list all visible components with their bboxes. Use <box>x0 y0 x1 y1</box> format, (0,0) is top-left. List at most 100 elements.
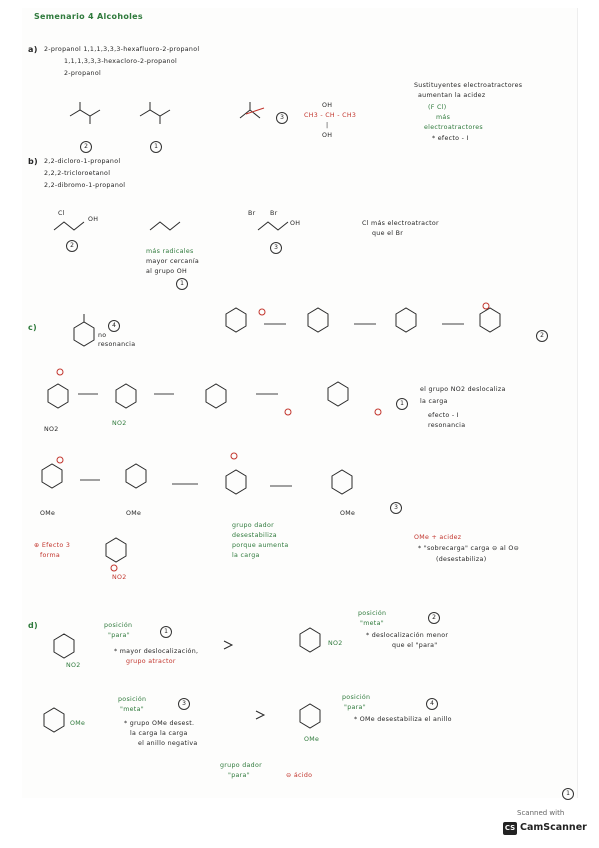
d3-note-1: * grupo OMe desest. <box>124 720 195 727</box>
note-c-top-1: no <box>98 332 107 339</box>
d4-sub: OMe <box>304 736 320 743</box>
section-a-label: a) <box>28 45 38 54</box>
ring-c-low3 <box>225 469 247 495</box>
ring-c-low1 <box>41 463 63 489</box>
ring-d2 <box>299 627 321 653</box>
structure-hexachloro <box>139 102 171 124</box>
ring-c-top3 <box>395 307 417 333</box>
formula-line-2: CH3 - CH - CH3 <box>304 112 357 119</box>
rank-b3: 3 <box>270 242 282 254</box>
rank-d1: 1 <box>160 626 172 638</box>
ring-c-mid3 <box>205 383 227 409</box>
note-c-bottom-3: (desestabiliza) <box>436 556 487 563</box>
sub-label-6: NO2 <box>112 574 127 581</box>
ring-d3 <box>43 707 65 733</box>
rank-a3: 3 <box>276 112 288 124</box>
section-d-label: d) <box>28 621 38 630</box>
note-a-1: Sustituyentes electroatractores <box>414 82 523 89</box>
d1-pos: posición <box>104 622 133 629</box>
footer-line-2: "para" <box>228 772 250 779</box>
section-b-name-2: 2,2,2-tricloroetanol <box>44 170 111 177</box>
note-b-mid-3: al grupo OH <box>146 268 188 275</box>
comparison-signs <box>223 640 266 720</box>
rank-b2: 1 <box>176 278 188 290</box>
note-c-left-1: ⊕ Efecto 3 <box>34 542 71 549</box>
ring-c-mid1 <box>47 383 69 409</box>
note-c-top-2: resonancia <box>98 341 136 348</box>
note-c-right-1: el grupo NO2 deslocaliza <box>420 386 506 393</box>
d3-sub: OMe <box>70 720 86 727</box>
atom-b-br2: Br <box>270 210 278 217</box>
note-b-right-2: que el Br <box>372 230 404 237</box>
note-b-right-1: Cl más electroatractor <box>362 220 439 227</box>
note-a-5: electroatractores <box>424 124 483 131</box>
note-c-bottom-2: * "sobrecarga" carga ⊖ al O⊖ <box>418 545 520 552</box>
ring-cyclohexanol <box>73 314 95 347</box>
d4-pos: posición <box>342 694 371 701</box>
ring-d1 <box>53 633 75 659</box>
d4-pos2: "para" <box>344 704 366 711</box>
section-a-name-1: 2-propanol 1,1,1,3,3,3-hexafluoro-2-prop… <box>44 46 200 53</box>
ring-c-top4 <box>479 307 501 333</box>
note-c-left-2: forma <box>40 552 61 559</box>
d2-note-1: * deslocalización menor <box>366 632 449 639</box>
charge-marks <box>56 302 490 572</box>
d2-pos2: "meta" <box>360 620 384 627</box>
d1-note-2: grupo atractor <box>126 658 176 665</box>
rank-c2: 2 <box>536 330 548 342</box>
ring-c-mid4 <box>327 381 349 407</box>
d3-note-3: el anillo negativa <box>138 740 198 747</box>
structure-b1 <box>53 221 85 231</box>
section-b-name-3: 2,2-dibromo-1-propanol <box>44 182 126 189</box>
rank-c4: 3 <box>390 502 402 514</box>
ring-c-low5 <box>105 537 127 563</box>
section-a-name-2: 1,1,1,3,3,3-hexacloro-2-propanol <box>64 58 178 65</box>
footer-right: ⊖ ácido <box>286 772 313 779</box>
section-b-name-1: 2,2-dicloro-1-propanol <box>44 158 121 165</box>
ring-c-top2 <box>307 307 329 333</box>
structure-isopropanol <box>239 102 265 119</box>
note-b-mid-2: mayor cercanía <box>146 258 200 265</box>
section-c-label: c) <box>28 323 37 332</box>
section-b-label: b) <box>28 157 38 166</box>
sub-label-5: OMe <box>340 510 356 517</box>
atom-b-oh2: OH <box>290 220 301 227</box>
d4-note-1: * OMe desestabiliza el anillo <box>354 716 452 723</box>
structure-hexafluoro <box>69 102 101 124</box>
note-a-6: * efecto - I <box>432 135 469 142</box>
sub-label-4: OMe <box>126 510 142 517</box>
note-a-4: más <box>436 114 451 121</box>
rank-a2: 1 <box>150 141 162 153</box>
structure-b2 <box>149 221 181 231</box>
structure-b3 <box>257 221 289 231</box>
footer-line-1: grupo dador <box>220 762 263 769</box>
note-c-mid-4: la carga <box>232 552 260 559</box>
atom-b-br1: Br <box>248 210 256 217</box>
formula-line-3: | <box>326 122 329 129</box>
note-a-3: (F Cl) <box>428 104 447 111</box>
d3-note-2: la carga la carga <box>130 730 188 737</box>
rank-d2: 2 <box>428 612 440 624</box>
scanner-top-text: Scanned with <box>517 809 565 817</box>
rank-a1: 2 <box>80 141 92 153</box>
formula-line-4: OH <box>322 132 333 139</box>
d3-pos: posición <box>118 696 147 703</box>
sub-label-2: NO2 <box>112 420 127 427</box>
note-c-mid-2: desestabiliza <box>232 532 277 539</box>
rank-d3: 3 <box>178 698 190 710</box>
note-c-mid-3: porque aumenta <box>232 542 289 549</box>
rank-d4: 4 <box>426 698 438 710</box>
chemistry-drawings <box>41 102 501 733</box>
notebook-page: Semenario 4 Alcoholes a) 2-propanol 1,1,… <box>22 8 578 800</box>
note-c-right-3: efecto - I <box>428 412 459 419</box>
scanner-watermark: Scanned with CS CamScanner <box>503 808 587 838</box>
note-c-right-2: la carga <box>420 398 448 405</box>
page-mark: 1 <box>562 788 574 800</box>
note-a-2: aumentan la acidez <box>418 92 486 99</box>
arrows-c <box>78 323 464 487</box>
note-c-bottom-1: OMe + acidez <box>414 534 462 541</box>
formula-line-1: OH <box>322 102 333 109</box>
rank-b1: 2 <box>66 240 78 252</box>
ring-d4 <box>299 703 321 729</box>
d1-pos2: "para" <box>108 632 130 639</box>
